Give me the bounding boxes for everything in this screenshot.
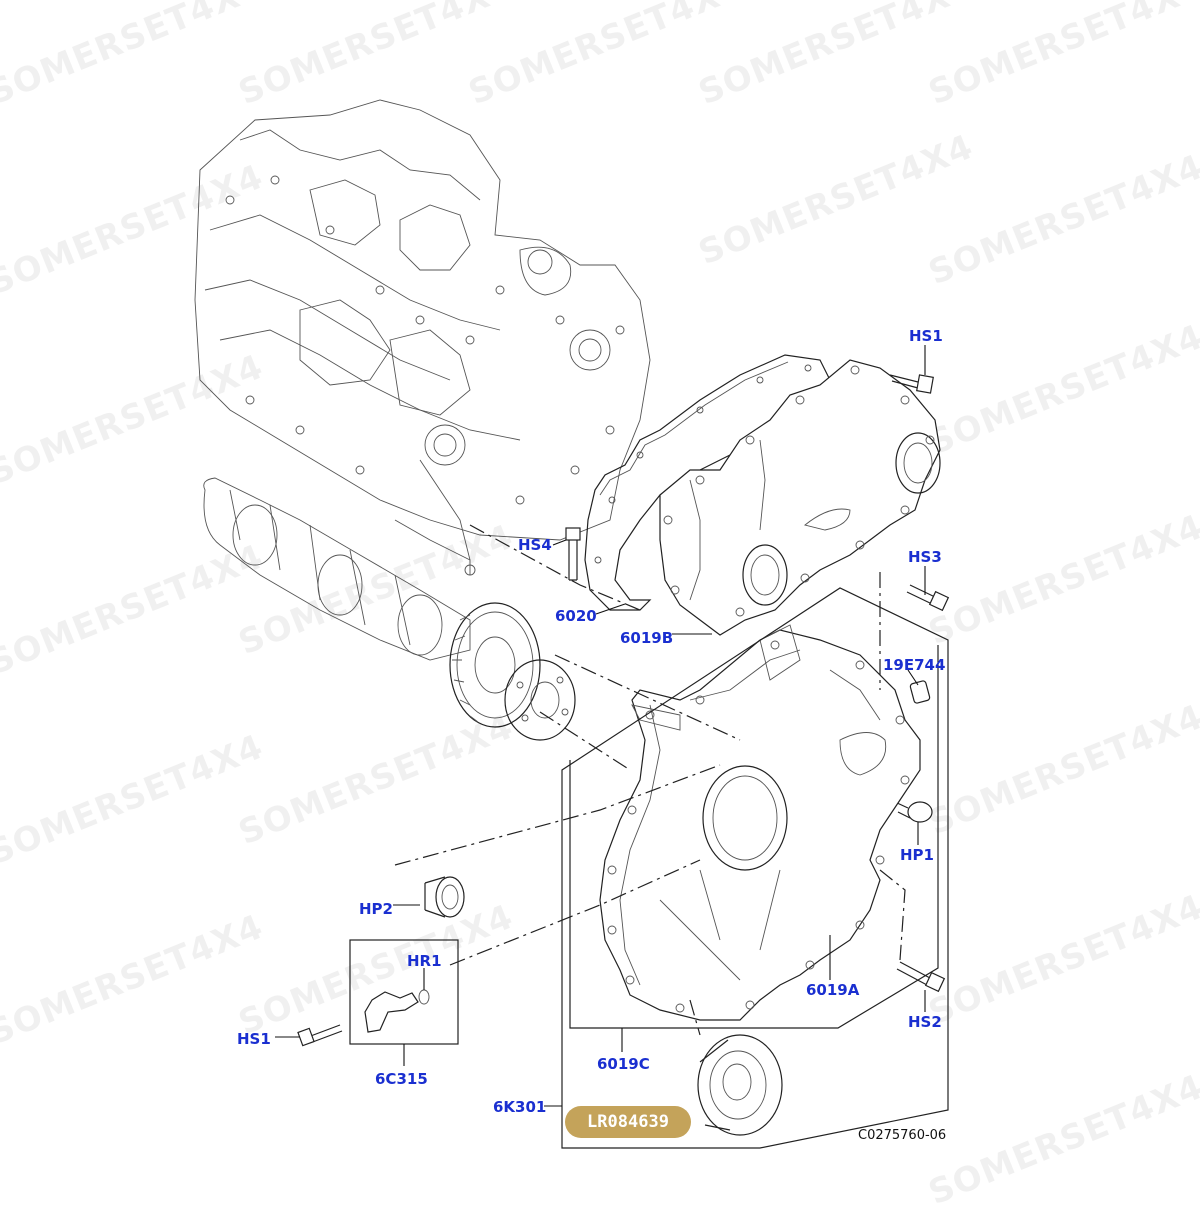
callout-6019a[interactable]: 6019A bbox=[806, 981, 860, 999]
plug-hp1 bbox=[894, 801, 933, 823]
callout-6k301[interactable]: 6K301 bbox=[493, 1098, 547, 1116]
bolt-hs2 bbox=[896, 961, 946, 993]
bolt-hs1-top bbox=[889, 374, 934, 394]
callout-hs3[interactable]: HS3 bbox=[908, 548, 942, 566]
engine-block bbox=[194, 99, 651, 576]
center-lines bbox=[394, 524, 906, 1036]
highlight-part-number-badge[interactable]: LR084639 bbox=[565, 1106, 691, 1138]
callout-6c315[interactable]: 6C315 bbox=[375, 1070, 428, 1088]
plug-hp2 bbox=[424, 876, 465, 918]
callout-hs4[interactable]: HS4 bbox=[518, 536, 552, 554]
callout-6019c[interactable]: 6019C bbox=[597, 1055, 650, 1073]
callout-hs1-top[interactable]: HS1 bbox=[909, 327, 943, 345]
callout-6020[interactable]: 6020 bbox=[555, 607, 597, 625]
diagram-reference-code: C0275760-06 bbox=[858, 1128, 947, 1143]
callout-hs2[interactable]: HS2 bbox=[908, 1013, 942, 1031]
sensor-group-6c315 bbox=[297, 939, 459, 1047]
callout-hr1[interactable]: HR1 bbox=[407, 952, 442, 970]
callout-hs1-bottom[interactable]: HS1 bbox=[237, 1030, 271, 1048]
leader-lines bbox=[275, 345, 926, 1107]
callout-hp2[interactable]: HP2 bbox=[359, 900, 393, 918]
callout-hp1[interactable]: HP1 bbox=[900, 846, 934, 864]
callout-6019b[interactable]: 6019B bbox=[620, 629, 674, 647]
crankshaft bbox=[203, 477, 576, 741]
gasket-6020 bbox=[584, 354, 831, 611]
assembly-outline bbox=[561, 587, 949, 1149]
dowel-19e744 bbox=[909, 680, 931, 704]
bolt-hs3 bbox=[906, 584, 950, 612]
callout-19e744[interactable]: 19E744 bbox=[883, 656, 946, 674]
cover-6019b bbox=[659, 359, 941, 636]
bolt-hs4 bbox=[565, 527, 581, 581]
seal-6k301 bbox=[697, 1034, 783, 1136]
cover-6019a bbox=[599, 624, 921, 1021]
